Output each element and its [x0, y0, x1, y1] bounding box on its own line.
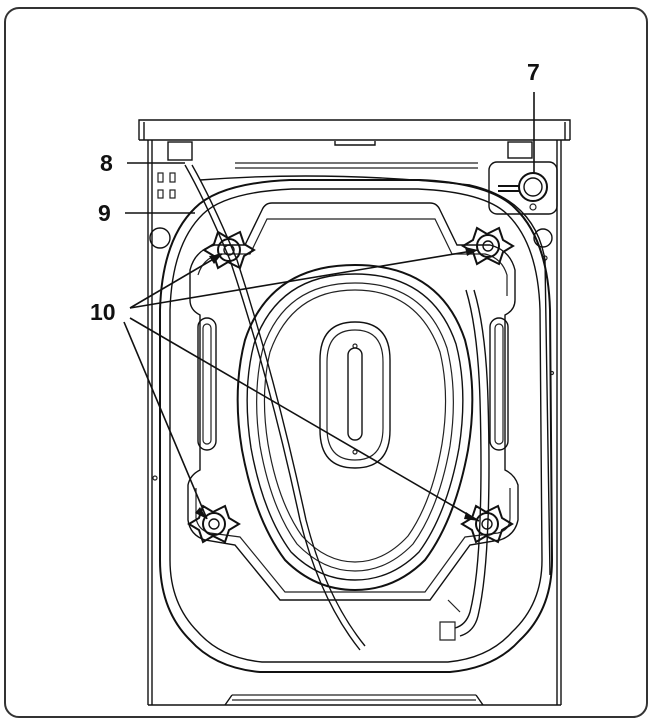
- arrowhead: [195, 507, 207, 519]
- callout-10: 10: [90, 299, 116, 325]
- transport-bolt-top-left: [202, 230, 256, 270]
- side-slots: [197, 317, 509, 451]
- figure-frame: [4, 7, 648, 718]
- leader-10-c: [123, 321, 208, 520]
- transport-bolt-bottom-right: [460, 504, 514, 544]
- leader-10-a: [129, 253, 223, 309]
- arrowhead: [209, 254, 222, 264]
- callout-9: 9: [98, 200, 111, 226]
- callout-8: 8: [100, 150, 113, 176]
- leader-lines: [123, 92, 535, 522]
- water-inlet-valve: [488, 161, 558, 215]
- callout-7: 7: [527, 59, 540, 85]
- drum-back: [236, 263, 474, 592]
- arrowhead: [465, 247, 478, 256]
- arrowhead: [464, 512, 479, 521]
- leader-10-b: [129, 249, 479, 309]
- leader-10-d: [129, 317, 480, 522]
- cabinet-body: [147, 140, 562, 706]
- top-cover: [138, 119, 571, 169]
- transport-bolt-bottom-left: [187, 504, 241, 544]
- transport-bolt-top-right: [461, 226, 515, 266]
